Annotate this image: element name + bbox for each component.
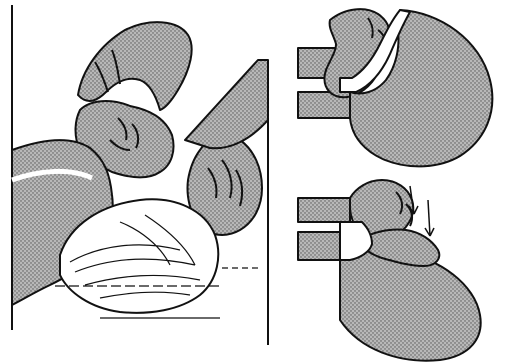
forearm	[185, 60, 268, 148]
upper-hand	[78, 22, 192, 110]
right-bottom-panel-airway-obstructed	[298, 180, 481, 361]
head-obstructed	[340, 250, 481, 361]
airflow-arrow	[428, 200, 430, 236]
trachea-obstructed	[298, 198, 350, 222]
left-panel-jaw-thrust	[12, 5, 268, 345]
right-top-panel-airway-open	[298, 9, 492, 166]
trachea-lower-obstructed	[298, 232, 340, 260]
